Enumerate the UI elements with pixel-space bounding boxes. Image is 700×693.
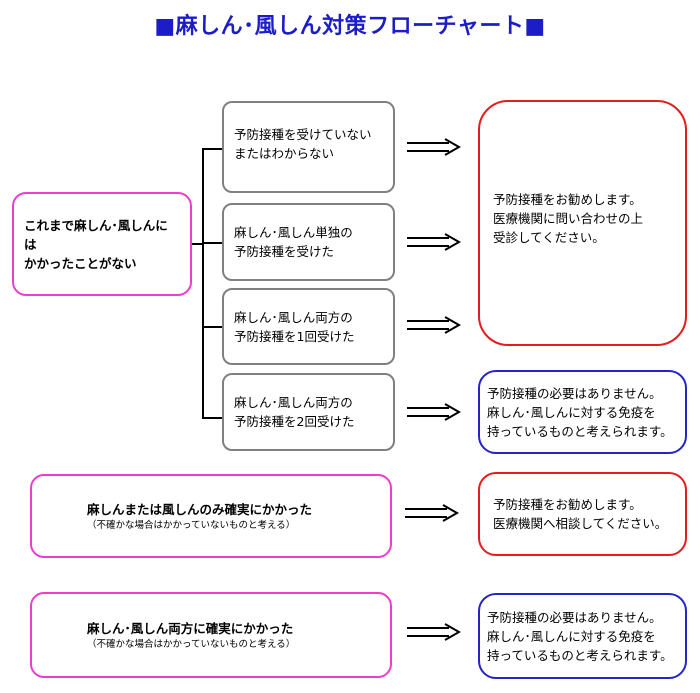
- result-recommend-line-3: 受診してください。: [493, 230, 605, 245]
- connector-branch-3: [202, 326, 224, 328]
- double-arrow-icon: [407, 138, 461, 156]
- branch-box-single-vaccine: 麻しん･風しん単独の 予防接種を受けた: [222, 203, 395, 281]
- result-not-needed-box: 予防接種の必要はありません。 麻しん･風しんに対する免疫を 持っているものと考え…: [478, 370, 687, 454]
- double-arrow-icon: [407, 623, 461, 641]
- case-both-diseases-box: 麻しん･風しん両方に確実にかかった （不確かな場合はかかっていないものと考える）: [30, 592, 392, 678]
- result-not-needed-line-2: 麻しん･風しんに対する免疫を: [487, 628, 656, 644]
- branch-3-line-2: 予防接種を1回受けた: [234, 328, 355, 344]
- branch-2-line-2: 予防接種を受けた: [234, 244, 335, 259]
- branch-4-line-2: 予防接種を2回受けた: [234, 414, 355, 429]
- result-not-needed-line-2: 麻しん･風しんに対する免疫を: [487, 404, 656, 420]
- case-both-diseases-note: （不確かな場合はかかっていないものと考える）: [87, 638, 296, 650]
- result-not-needed-line-3: 持っているものと考えられます。: [487, 423, 673, 439]
- start-condition-box: これまで麻しん･風しんには かかったことがない: [12, 192, 192, 296]
- result-not-needed-box: 予防接種の必要はありません。 麻しん･風しんに対する免疫を 持っているものと考え…: [478, 593, 687, 679]
- case-both-diseases-line: 麻しん･風しん両方に確実にかかった: [87, 620, 294, 636]
- case-one-disease-box: 麻しんまたは風しんのみ確実にかかった （不確かな場合はかかっていないものと考える…: [30, 474, 392, 558]
- result-recommend-vaccination: 予防接種をお勧めします。 医療機関に問い合わせの上 受診してください。: [478, 100, 687, 346]
- result-consult-box: 予防接種をお勧めします。 医療機関へ相談してください。: [478, 472, 687, 556]
- connector-branch-1: [202, 148, 224, 150]
- branch-1-line-2: またはわからない: [234, 146, 335, 161]
- result-not-needed-line-1: 予防接種の必要はありません。: [487, 609, 662, 625]
- connector-branch-2: [202, 242, 224, 244]
- page-title: ■麻しん･風しん対策フローチャート■: [154, 14, 546, 39]
- branch-box-both-twice: 麻しん･風しん両方の 予防接種を2回受けた: [222, 373, 395, 451]
- double-arrow-icon: [407, 403, 461, 421]
- branch-box-not-vaccinated: 予防接種を受けていない またはわからない: [222, 101, 395, 193]
- result-consult-line-1: 予防接種をお勧めします。: [493, 497, 642, 512]
- case-one-disease-note: （不確かな場合はかかっていないものと考える）: [87, 519, 296, 531]
- result-not-needed-line-3: 持っているものと考えられます。: [487, 647, 673, 663]
- result-consult-line-2: 医療機関へ相談してください。: [493, 516, 668, 531]
- result-recommend-line-2: 医療機関に問い合わせの上: [493, 211, 644, 226]
- branch-4-line-1: 麻しん･風しん両方の: [234, 395, 353, 410]
- branch-1-line-1: 予防接種を受けていない: [234, 127, 372, 142]
- case-one-disease-line: 麻しんまたは風しんのみ確実にかかった: [87, 501, 313, 517]
- connector-trunk: [202, 148, 204, 419]
- double-arrow-icon: [405, 504, 459, 522]
- start-line-2: かかったことがない: [24, 255, 137, 271]
- result-recommend-line-1: 予防接種をお勧めします。: [493, 192, 642, 207]
- branch-2-line-1: 麻しん･風しん単独の: [234, 225, 353, 240]
- start-line-1: これまで麻しん･風しんには: [24, 217, 168, 252]
- result-not-needed-line-1: 予防接種の必要はありません。: [487, 385, 662, 401]
- branch-box-both-once: 麻しん･風しん両方の 予防接種を1回受けた: [222, 288, 395, 365]
- double-arrow-icon: [407, 233, 461, 251]
- branch-3-line-1: 麻しん･風しん両方の: [234, 309, 353, 325]
- connector-branch-4: [202, 417, 224, 419]
- double-arrow-icon: [407, 316, 461, 334]
- connector-start-to-trunk: [192, 243, 203, 245]
